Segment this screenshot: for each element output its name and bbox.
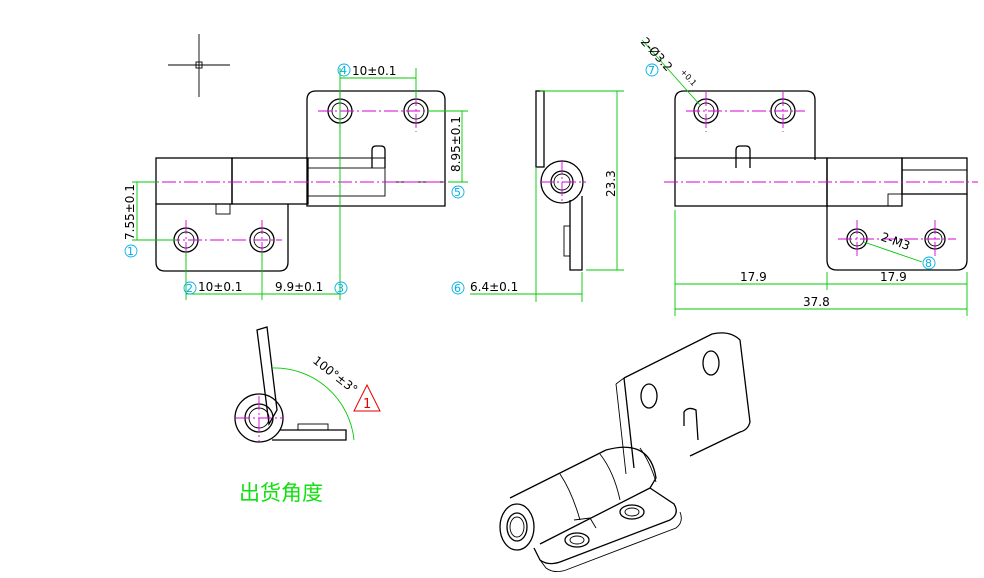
- balloon-4: 4: [340, 64, 347, 77]
- dim-width-right: 17.9: [880, 270, 907, 284]
- balloon-7: 7: [648, 64, 655, 77]
- dim-left-offset: 7.55±0.1: [123, 184, 137, 240]
- dim-thickness: 6.4±0.1: [470, 280, 518, 294]
- dim-shipping-angle: 100°±3°: [310, 353, 360, 396]
- dim-top-pitch: 10±0.1: [352, 64, 396, 78]
- balloon-2: 2: [186, 282, 193, 295]
- front-view: [140, 90, 455, 272]
- shipping-angle-view: 100°±3° 1: [234, 326, 381, 443]
- balloon-6: 6: [454, 282, 461, 295]
- dim-height: 23.3: [604, 170, 618, 197]
- dim-right-offset: 8.95±0.1: [449, 116, 463, 172]
- dim-bottom-pitch: 10±0.1: [198, 280, 242, 294]
- dim-bottom-offset: 9.9±0.1: [275, 280, 323, 294]
- rear-view: [664, 90, 978, 271]
- cad-cursor-icon: [168, 34, 230, 97]
- side-view: [535, 90, 586, 271]
- dim-hole-dia: 2-Ø3.2: [638, 35, 676, 74]
- dim-width-left: 17.9: [740, 270, 767, 284]
- rear-view-dimensions: 17.9 17.9 37.8 2-Ø3.2 +0.1 7 2-M3 8: [638, 35, 968, 316]
- front-view-balloons: 4 5 1 2 3: [124, 63, 465, 295]
- balloon-3: 3: [337, 282, 344, 295]
- dim-thread: 2-M3: [879, 230, 912, 253]
- balloon-1: 1: [127, 245, 134, 258]
- warning-mark: 1: [363, 397, 371, 412]
- balloon-8: 8: [925, 257, 932, 270]
- caption-shipping-angle: 出货角度: [239, 481, 323, 505]
- dim-total-width: 37.8: [803, 295, 830, 309]
- isometric-view: [499, 332, 751, 573]
- side-view-dimensions: 23.3 6.4±0.1 6: [451, 90, 624, 302]
- front-view-dimensions: 10±0.1 8.95±0.1 7.55±0.1 10±0.1 9.9±0.1: [123, 64, 468, 300]
- balloon-5: 5: [454, 186, 461, 199]
